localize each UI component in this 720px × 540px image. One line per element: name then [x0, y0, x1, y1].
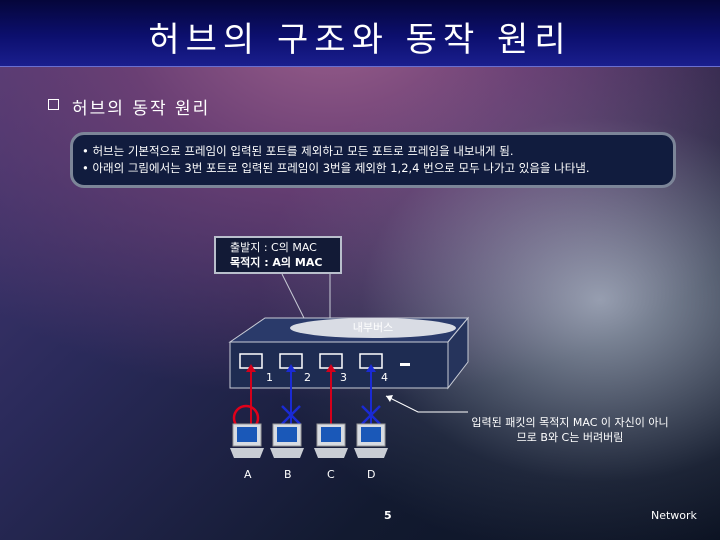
info-line: • 아래의 그림에서는 3번 포트로 입력된 프레임이 3번을 제외한 1,2,… — [82, 161, 590, 175]
arrow-up-icon — [246, 364, 256, 372]
info-line: • 허브는 기본적으로 프레임이 입력된 포트를 제외하고 모든 포트로 프레임… — [82, 144, 514, 158]
section-heading: 허브의 동작 원리 — [72, 99, 211, 119]
frame-source: 출발지 : C의 MAC — [230, 241, 317, 254]
hub-front-face — [229, 341, 449, 389]
frame-label: 출발지 : C의 MAC 목적지 : A의 MAC — [214, 236, 342, 274]
internal-bus-label: 내부버스 — [290, 318, 456, 338]
info-box: • 허브는 기본적으로 프레임이 입력된 포트를 제외하고 모든 포트로 프레임… — [70, 132, 676, 188]
computer-icon — [354, 423, 388, 458]
title-bar: 허브의 구조와 동작 원리 — [0, 0, 720, 67]
discard-x-icon — [361, 405, 381, 425]
computer-icon — [270, 423, 304, 458]
arrow-up-icon — [326, 364, 336, 372]
arrow-up-icon — [286, 364, 296, 372]
discard-note: 입력된 패킷의 목적지 MAC 이 자신이 아니므로 B와 C는 버려버림 — [471, 416, 669, 444]
footer-label: Network — [651, 509, 697, 522]
arrow-up-icon — [366, 364, 376, 372]
computer-icon — [314, 423, 348, 458]
pc-label: D — [367, 468, 376, 481]
slide-title: 허브의 구조와 동작 원리 — [148, 20, 572, 60]
note-pointer-line — [385, 395, 468, 413]
discard-x-icon — [281, 405, 301, 425]
computer-icon — [230, 423, 264, 458]
pc-label: A — [244, 468, 252, 481]
frame-destination: 목적지 : A의 MAC — [230, 256, 323, 269]
arrow-head-icon — [386, 395, 393, 402]
port-number: 4 — [381, 371, 388, 384]
square-bullet-icon — [48, 99, 59, 110]
pc-label: B — [284, 468, 292, 481]
pc-label: C — [327, 468, 335, 481]
port-number: 1 — [266, 371, 273, 384]
port-number: 2 — [304, 371, 311, 384]
page-number: 5 — [384, 509, 392, 522]
hub-indicator — [400, 363, 410, 366]
port-number: 3 — [340, 371, 347, 384]
